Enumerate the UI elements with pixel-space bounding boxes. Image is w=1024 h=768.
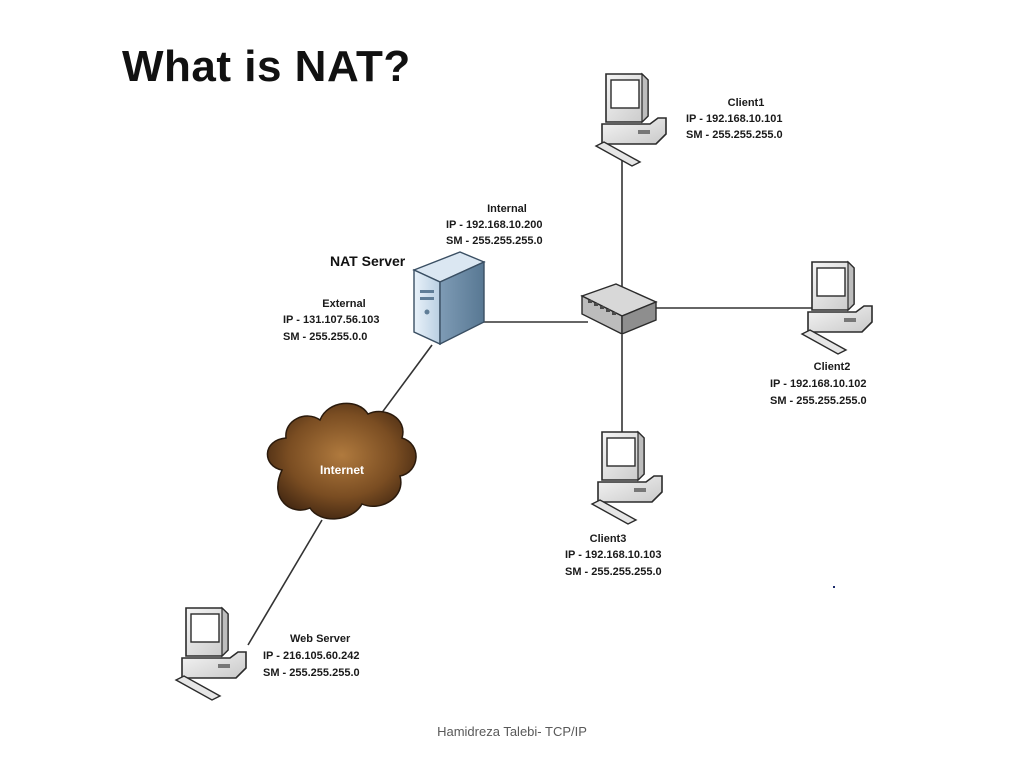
client3-computer-icon <box>591 431 663 525</box>
nat-internal-ip: IP - 192.168.10.200 <box>446 219 542 231</box>
client1-name: Client1 <box>728 97 765 109</box>
server-to-internet-link <box>377 344 433 419</box>
webserver-ip: IP - 216.105.60.242 <box>263 650 359 662</box>
nat-external-ip: IP - 131.107.56.103 <box>283 314 379 326</box>
nat-server-heading: NAT Server <box>330 253 406 269</box>
webserver-computer-icon <box>175 607 247 701</box>
nat-internal-sm: SM - 255.255.255.0 <box>446 235 543 247</box>
slide-title: What is NAT? <box>122 42 411 91</box>
client2-computer-icon <box>801 261 873 355</box>
nat-internal-label: Internal <box>487 203 527 215</box>
server-tower-icon <box>412 251 486 346</box>
client1-sm: SM - 255.255.255.0 <box>686 129 783 141</box>
nat-external-label: External <box>322 298 365 310</box>
webserver-name: Web Server <box>290 633 351 645</box>
client2-name: Client2 <box>814 361 851 373</box>
webserver-sm: SM - 255.255.255.0 <box>263 667 360 679</box>
client3-name: Client3 <box>590 533 627 545</box>
client1-ip: IP - 192.168.10.101 <box>686 113 782 125</box>
internet-to-webserver-link <box>247 519 323 646</box>
client2-sm: SM - 255.255.255.0 <box>770 395 867 407</box>
internet-cloud-icon: Internet <box>266 402 417 520</box>
slide-footer: Hamidreza Talebi- TCP/IP <box>437 724 587 739</box>
client3-ip: IP - 192.168.10.103 <box>565 549 661 561</box>
nat-external-sm: SM - 255.255.0.0 <box>283 331 367 343</box>
internet-label: Internet <box>320 463 364 477</box>
client3-sm: SM - 255.255.255.0 <box>565 566 662 578</box>
stray-dot <box>833 586 835 588</box>
client1-computer-icon <box>595 73 667 167</box>
client2-ip: IP - 192.168.10.102 <box>770 378 866 390</box>
network-switch-icon <box>580 283 658 336</box>
